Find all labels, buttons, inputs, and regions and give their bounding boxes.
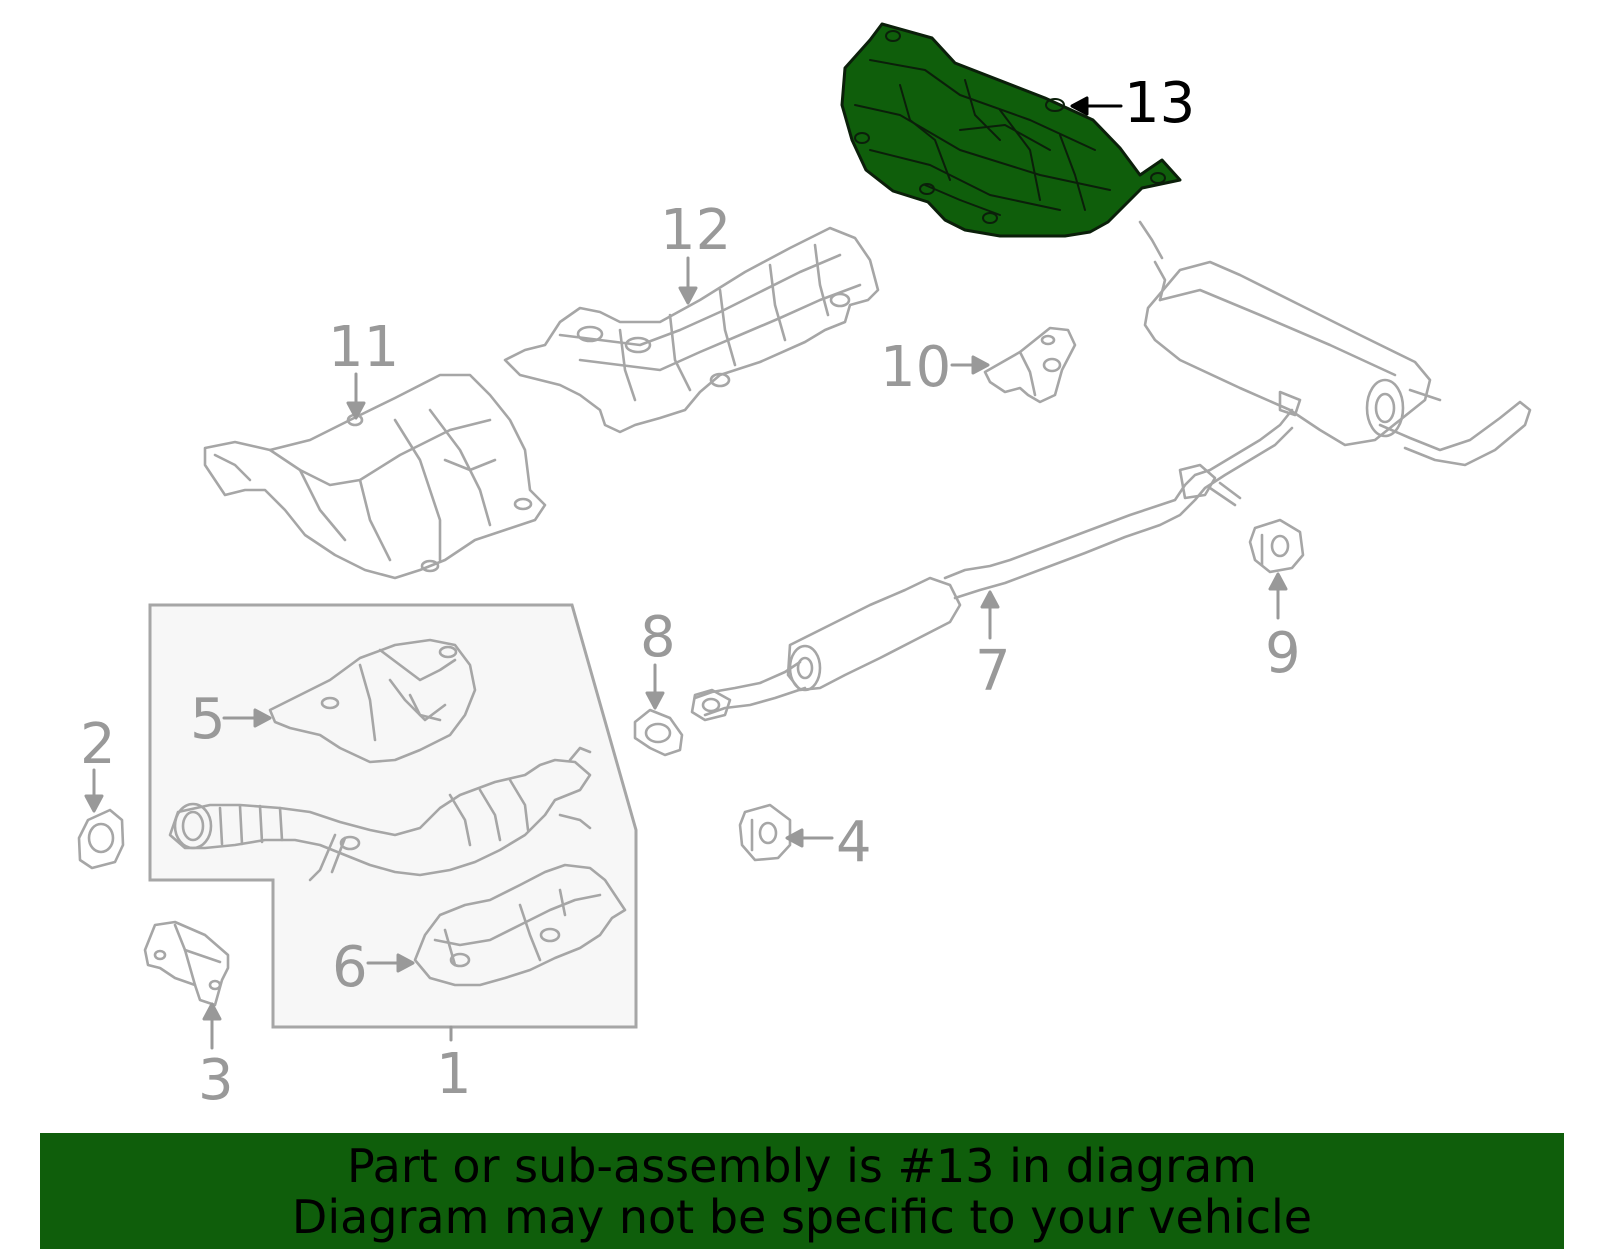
caption-banner-bg	[40, 1133, 1564, 1249]
caption-banner: Part or sub-assembly is #13 in diagram D…	[40, 1133, 1564, 1249]
part-12-heat-shield[interactable]	[503, 226, 880, 434]
callout-9: 9	[1265, 621, 1301, 686]
callout-5: 5	[190, 687, 226, 752]
part-3-bracket[interactable]	[143, 920, 230, 1007]
callout-13: 13	[1124, 71, 1196, 136]
part-9-insulator[interactable]	[1248, 518, 1305, 574]
callout-10: 10	[880, 335, 952, 400]
part-2-gasket[interactable]	[77, 808, 125, 870]
caption-line-1: Part or sub-assembly is #13 in diagram	[347, 1139, 1257, 1193]
part-7-center-pipe[interactable]	[690, 408, 1294, 722]
callout-1: 1	[436, 1042, 472, 1107]
callout-7: 7	[975, 639, 1011, 704]
rear-muffler[interactable]	[1138, 220, 1532, 467]
part-6-heat-shield[interactable]	[413, 863, 627, 987]
part-11-heat-shield[interactable]	[203, 373, 547, 580]
front-pipe-converter[interactable]	[168, 746, 592, 882]
callout-12: 12	[660, 198, 732, 263]
caption-line-2: Diagram may not be specific to your vehi…	[291, 1190, 1313, 1244]
callout-3: 3	[198, 1048, 234, 1113]
part-13-heat-shield[interactable]	[840, 22, 1182, 238]
callout-4: 4	[836, 810, 872, 875]
part-5-heat-shield[interactable]	[268, 638, 477, 764]
part-4-insulator[interactable]	[738, 803, 792, 862]
part-8-gasket[interactable]	[633, 708, 684, 757]
part-10-bracket[interactable]	[983, 326, 1077, 404]
callout-2: 2	[80, 712, 116, 777]
callout-8: 8	[640, 605, 676, 670]
callout-6: 6	[332, 935, 368, 1000]
leader-lines	[84, 96, 1288, 1050]
callout-11: 11	[328, 315, 400, 380]
